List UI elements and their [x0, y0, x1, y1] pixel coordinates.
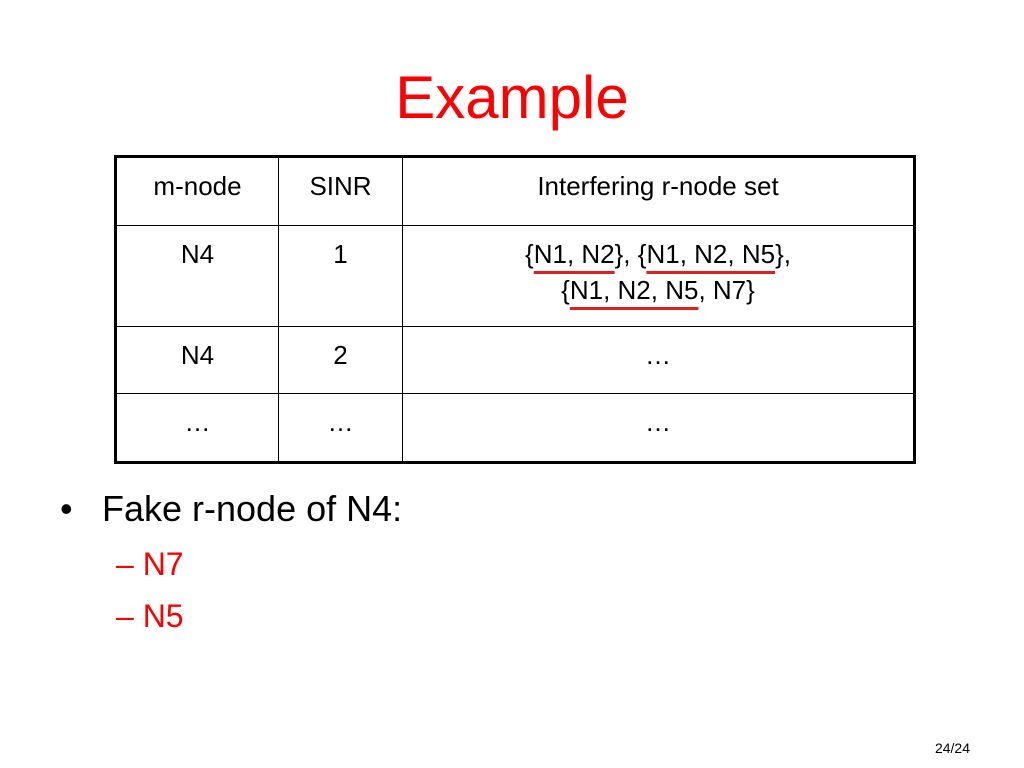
set-line-2: {N1, N2, N5, N7} — [409, 272, 907, 308]
sub-bullet-text: N7 — [142, 546, 184, 582]
table-row: N4 1 {N1, N2}, {N1, N2, N5}, {N1, N2, N5… — [115, 225, 915, 327]
bullet-text: Fake r-node of N4: — [102, 488, 403, 529]
set-text: }, — [775, 239, 791, 269]
set-text: { — [561, 275, 570, 305]
cell-sinr: 1 — [278, 225, 403, 327]
underlined-set: N1, N2 — [533, 239, 615, 269]
set-text: , N7} — [698, 275, 755, 305]
sub-bullet-marker: – — [116, 546, 134, 582]
table-header-row: m-node SINR Interfering r-node set — [115, 156, 915, 226]
sub-bullet-item: – N7 — [116, 540, 458, 588]
cell-sinr: 2 — [278, 326, 403, 394]
underlined-set: N1, N2, N5 — [646, 239, 776, 269]
bullet-list: • Fake r-node of N4: – N7 – N5 — [60, 486, 402, 640]
table-row: N4 2 … — [115, 326, 915, 394]
header-sinr: SINR — [278, 156, 403, 226]
sub-bullet-marker: – — [116, 598, 134, 634]
set-text: }, { — [614, 239, 647, 269]
page-number: 24/24 — [934, 740, 970, 756]
slide-title: Example — [395, 64, 629, 131]
cell-interfering-set: … — [402, 393, 915, 463]
bullet-marker: • — [60, 488, 73, 529]
sub-bullet-item: – N5 — [116, 592, 458, 640]
set-line-1: {N1, N2}, {N1, N2, N5}, — [409, 236, 907, 272]
set-text: { — [525, 239, 534, 269]
underlined-set: N1, N2, N5 — [569, 275, 699, 305]
cell-interfering-set: {N1, N2}, {N1, N2, N5}, {N1, N2, N5, N7} — [402, 225, 915, 327]
header-interfering-set: Interfering r-node set — [402, 156, 915, 226]
sub-bullet-text: N5 — [142, 598, 184, 634]
cell-m-node: N4 — [115, 225, 279, 327]
header-m-node: m-node — [115, 156, 279, 226]
table-row: … … … — [115, 393, 915, 463]
cell-sinr: … — [278, 393, 403, 463]
cell-m-node: … — [115, 393, 279, 463]
cell-m-node: N4 — [115, 326, 279, 394]
bullet-item: • Fake r-node of N4: — [60, 486, 402, 532]
interference-table: m-node SINR Interfering r-node set N4 1 … — [114, 155, 916, 464]
cell-interfering-set: … — [402, 326, 915, 394]
